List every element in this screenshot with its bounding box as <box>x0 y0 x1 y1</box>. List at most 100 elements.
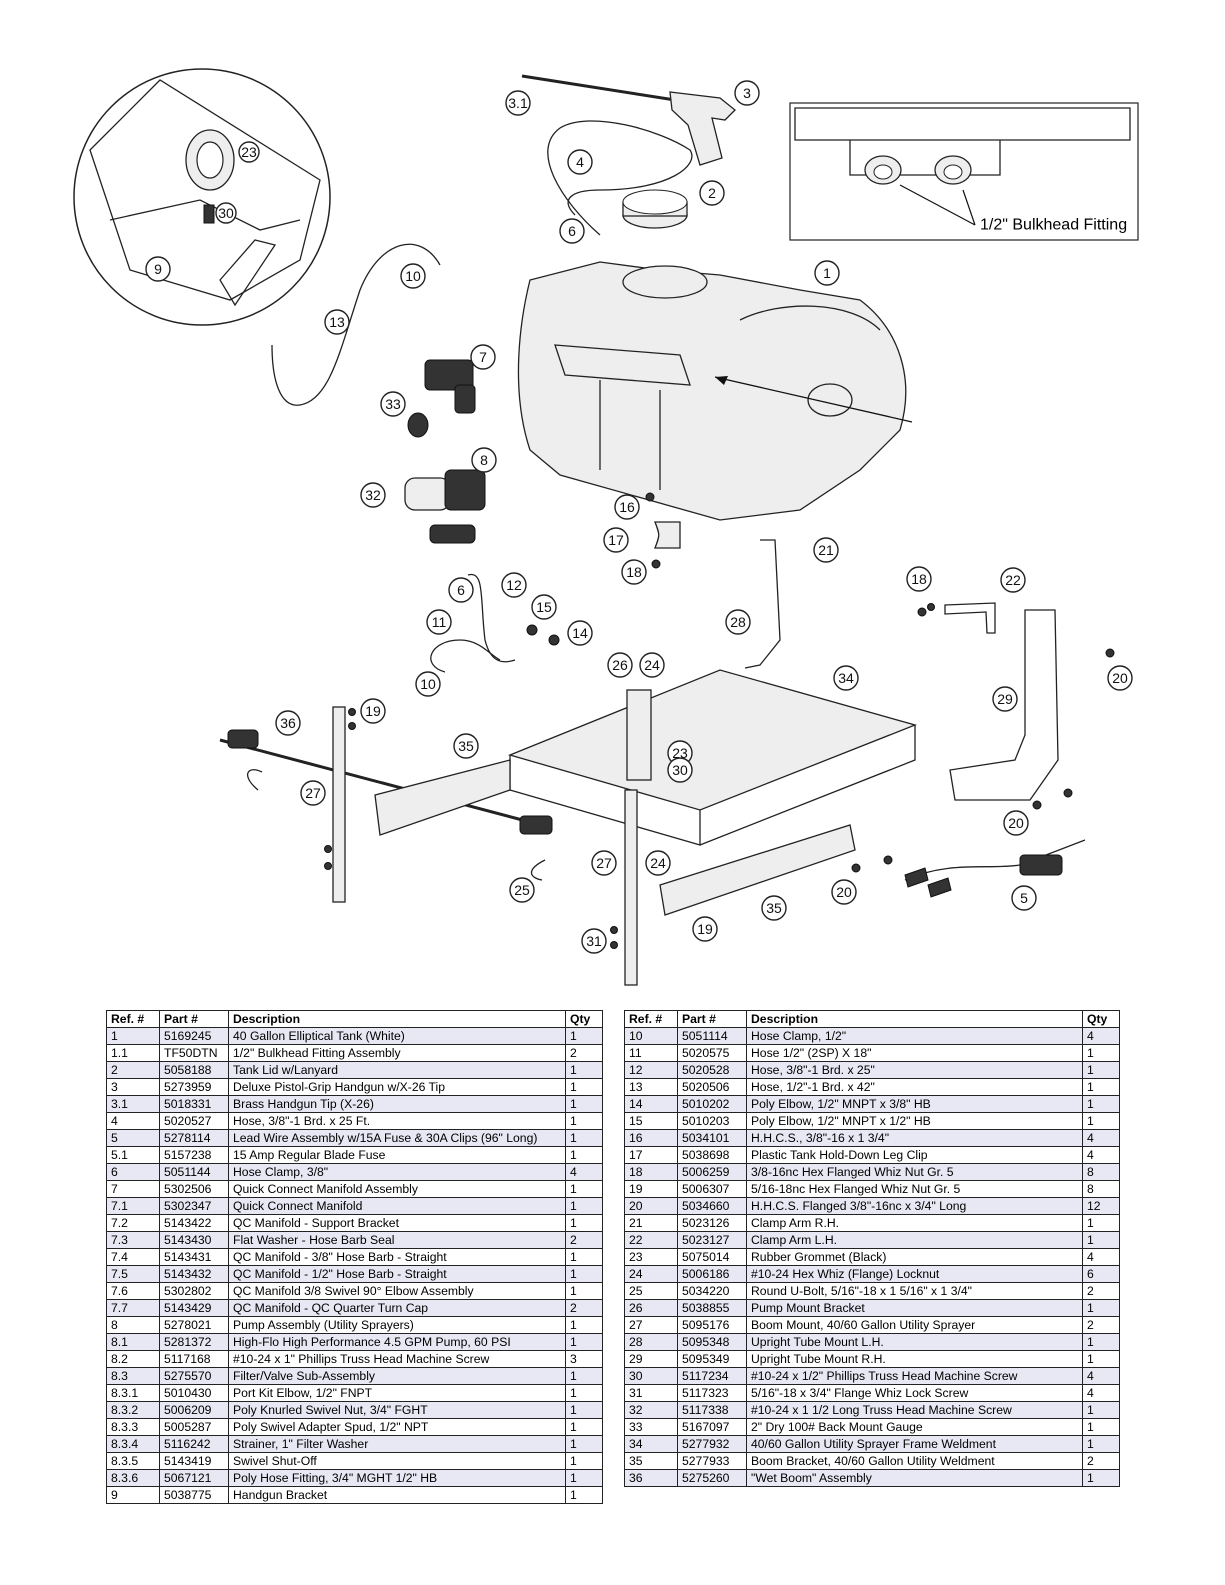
cell-ref: 26 <box>624 1299 678 1317</box>
boom <box>219 729 553 835</box>
cell-ref: 27 <box>624 1316 678 1334</box>
cell-part: 5075014 <box>677 1248 747 1266</box>
cell-desc: High-Flo High Performance 4.5 GPM Pump, … <box>228 1333 566 1351</box>
pump <box>404 469 486 544</box>
clamp-arm <box>944 602 996 634</box>
cell-part: 5034220 <box>677 1282 747 1300</box>
cell-part: 5273959 <box>159 1078 229 1096</box>
cell-desc: 5/16-18nc Hex Flanged Whiz Nut Gr. 5 <box>746 1180 1083 1198</box>
svg-text:30: 30 <box>218 205 234 221</box>
cell-desc: Brass Handgun Tip (X-26) <box>228 1095 566 1113</box>
svg-text:3.1: 3.1 <box>508 95 528 111</box>
callout-24: 24 <box>645 850 671 876</box>
cell-desc: QC Manifold - 1/2" Hose Barb - Straight <box>228 1265 566 1283</box>
col-description: Description <box>746 1010 1083 1028</box>
cell-qty: 1 <box>565 1452 603 1470</box>
cell-desc: Poly Knurled Swivel Nut, 3/4" FGHT <box>228 1401 566 1419</box>
cell-part: 5010202 <box>677 1095 747 1113</box>
hose-4 <box>547 120 693 236</box>
cell-ref: 17 <box>624 1146 678 1164</box>
cell-desc: Hose Clamp, 3/8" <box>228 1163 566 1181</box>
cell-qty: 4 <box>1082 1248 1120 1266</box>
cell-ref: 15 <box>624 1112 678 1130</box>
cell-desc: Poly Elbow, 1/2" MNPT x 1/2" HB <box>746 1112 1083 1130</box>
cell-part: 5277933 <box>677 1452 747 1470</box>
cell-part: 5143419 <box>159 1452 229 1470</box>
frame <box>508 669 918 846</box>
bulkhead-fitting-label: 1/2" Bulkhead Fitting <box>980 217 1127 234</box>
callout-19: 19 <box>692 916 718 942</box>
cell-ref: 22 <box>624 1231 678 1249</box>
cell-desc: QC Manifold - QC Quarter Turn Cap <box>228 1299 566 1317</box>
callout-23: 23 <box>238 141 260 163</box>
cell-qty: 2 <box>1082 1316 1120 1334</box>
cell-qty: 1 <box>565 1027 603 1045</box>
cell-ref: 7.6 <box>106 1282 160 1300</box>
cell-qty: 1 <box>565 1248 603 1266</box>
boom-bracket-left <box>374 759 511 836</box>
callout-25: 25 <box>509 877 535 903</box>
cell-desc: Plastic Tank Hold-Down Leg Clip <box>746 1146 1083 1164</box>
u-bolt <box>247 769 263 791</box>
callout-20: 20 <box>831 879 857 905</box>
callout-10: 10 <box>400 263 426 289</box>
cell-part: 5302802 <box>159 1282 229 1300</box>
callout-24: 24 <box>639 652 665 678</box>
svg-text:31: 31 <box>586 933 602 949</box>
cell-qty: 2 <box>1082 1452 1120 1470</box>
cell-ref: 29 <box>624 1350 678 1368</box>
svg-text:22: 22 <box>1005 572 1021 588</box>
cell-ref: 11 <box>624 1044 678 1062</box>
svg-text:6: 6 <box>457 582 465 598</box>
cell-desc: Quick Connect Manifold Assembly <box>228 1180 566 1198</box>
cell-part: 5302347 <box>159 1197 229 1215</box>
callout-27: 27 <box>591 850 617 876</box>
cell-desc: 5/16"-18 x 3/4" Flange Whiz Lock Screw <box>746 1384 1083 1402</box>
cell-part: 5006186 <box>677 1265 747 1283</box>
cell-qty: 6 <box>1082 1265 1120 1283</box>
svg-text:35: 35 <box>766 900 782 916</box>
callout-28: 28 <box>725 609 751 635</box>
cell-part: 5023127 <box>677 1231 747 1249</box>
cell-qty: 1 <box>1082 1061 1120 1079</box>
cell-desc: 40 Gallon Elliptical Tank (White) <box>228 1027 566 1045</box>
cell-qty: 1 <box>565 1265 603 1283</box>
cell-desc: Lead Wire Assembly w/15A Fuse & 30A Clip… <box>228 1129 566 1147</box>
callout-8: 8 <box>471 447 497 473</box>
cell-qty: 12 <box>1082 1197 1120 1215</box>
hose-13 <box>271 243 441 406</box>
callout-27: 27 <box>300 780 326 806</box>
svg-text:20: 20 <box>1008 815 1024 831</box>
cell-desc: #10-24 x 1" Phillips Truss Head Machine … <box>228 1350 566 1368</box>
cell-part: 5143430 <box>159 1231 229 1249</box>
cell-qty: 3 <box>565 1350 603 1368</box>
cell-qty: 1 <box>1082 1231 1120 1249</box>
cell-ref: 5.1 <box>106 1146 160 1164</box>
svg-text:19: 19 <box>697 921 713 937</box>
svg-text:17: 17 <box>608 532 624 548</box>
callout-16: 16 <box>614 494 640 520</box>
svg-text:14: 14 <box>572 625 588 641</box>
cell-ref: 6 <box>106 1163 160 1181</box>
cell-qty: 1 <box>1082 1078 1120 1096</box>
table-header-row: Ref. # Part # Description Qty <box>106 1010 603 1028</box>
cell-ref: 8.3.4 <box>106 1435 160 1453</box>
svg-text:23: 23 <box>672 745 688 761</box>
cell-ref: 35 <box>624 1452 678 1470</box>
cell-part: 5034660 <box>677 1197 747 1215</box>
cell-ref: 36 <box>624 1469 678 1487</box>
cell-part: 5117234 <box>677 1367 747 1385</box>
cell-qty: 1 <box>565 1418 603 1436</box>
cell-ref: 20 <box>624 1197 678 1215</box>
